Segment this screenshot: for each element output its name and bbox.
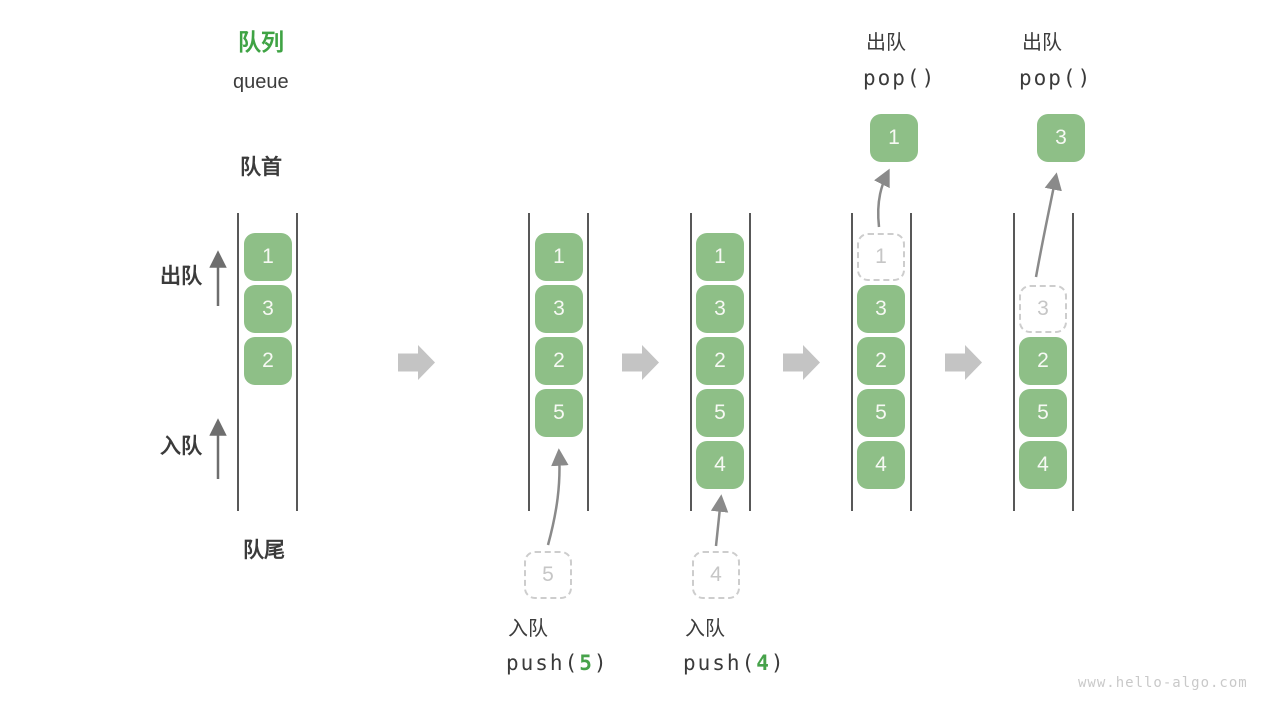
queue-cell: 5 (857, 389, 905, 437)
flow-arrow-icon (945, 345, 982, 380)
queue-rear-label: 队尾 (243, 539, 285, 562)
queue-column-2 (528, 213, 589, 511)
queue-cell: 3 (696, 285, 744, 333)
queue-front-label: 队首 (240, 156, 282, 179)
queue-cell: 4 (696, 441, 744, 489)
queue-column-3 (690, 213, 751, 511)
queue-cell: 4 (1019, 441, 1067, 489)
flow-arrow-icon (398, 345, 435, 380)
removed-cell: 3 (1019, 285, 1067, 333)
removed-cell: 1 (857, 233, 905, 281)
pop-code-label: pop() (863, 66, 937, 90)
queue-cell: 2 (1019, 337, 1067, 385)
queue-cell: 3 (244, 285, 292, 333)
queue-cell: 2 (857, 337, 905, 385)
code-arg: 5 (579, 651, 594, 675)
staged-cell: 4 (692, 551, 740, 599)
enqueue-op-label: 入队 (685, 618, 725, 640)
push4-code-label: push(4) (683, 653, 786, 674)
diagram-title-cn: 队列 (238, 29, 284, 55)
watermark: www.hello-algo.com (1078, 675, 1248, 691)
code-text: ) (593, 651, 609, 675)
code-text: push( (506, 651, 580, 675)
diagram-title-en: queue (233, 71, 289, 93)
dequeue-op-label: 出队 (1022, 32, 1062, 54)
queue-column-1 (237, 213, 298, 511)
queue-cell: 1 (696, 233, 744, 281)
popped-cell: 1 (870, 114, 918, 162)
code-arg: 4 (756, 651, 771, 675)
queue-cell: 2 (696, 337, 744, 385)
flow-arrow-icon (622, 345, 659, 380)
queue-cell: 5 (1019, 389, 1067, 437)
code-text: push( (683, 651, 757, 675)
queue-cell: 2 (535, 337, 583, 385)
queue-cell: 1 (535, 233, 583, 281)
dequeue-op-label: 出队 (866, 32, 906, 54)
queue-cell: 5 (535, 389, 583, 437)
staged-cell: 5 (524, 551, 572, 599)
queue-cell: 1 (244, 233, 292, 281)
queue-cell: 3 (857, 285, 905, 333)
queue-cell: 5 (696, 389, 744, 437)
pop-code-label: pop() (1019, 66, 1093, 90)
queue-column-5 (1013, 213, 1074, 511)
queue-column-4 (851, 213, 912, 511)
queue-cell: 3 (535, 285, 583, 333)
enqueue-op-label: 入队 (508, 618, 548, 640)
code-text: ) (770, 651, 786, 675)
queue-cell: 2 (244, 337, 292, 385)
flow-arrow-icon (783, 345, 820, 380)
queue-cell: 4 (857, 441, 905, 489)
push5-code-label: push(5) (506, 653, 609, 674)
dequeue-side-label: 出队 (160, 265, 202, 288)
popped-cell: 3 (1037, 114, 1085, 162)
enqueue-side-label: 入队 (160, 435, 202, 458)
